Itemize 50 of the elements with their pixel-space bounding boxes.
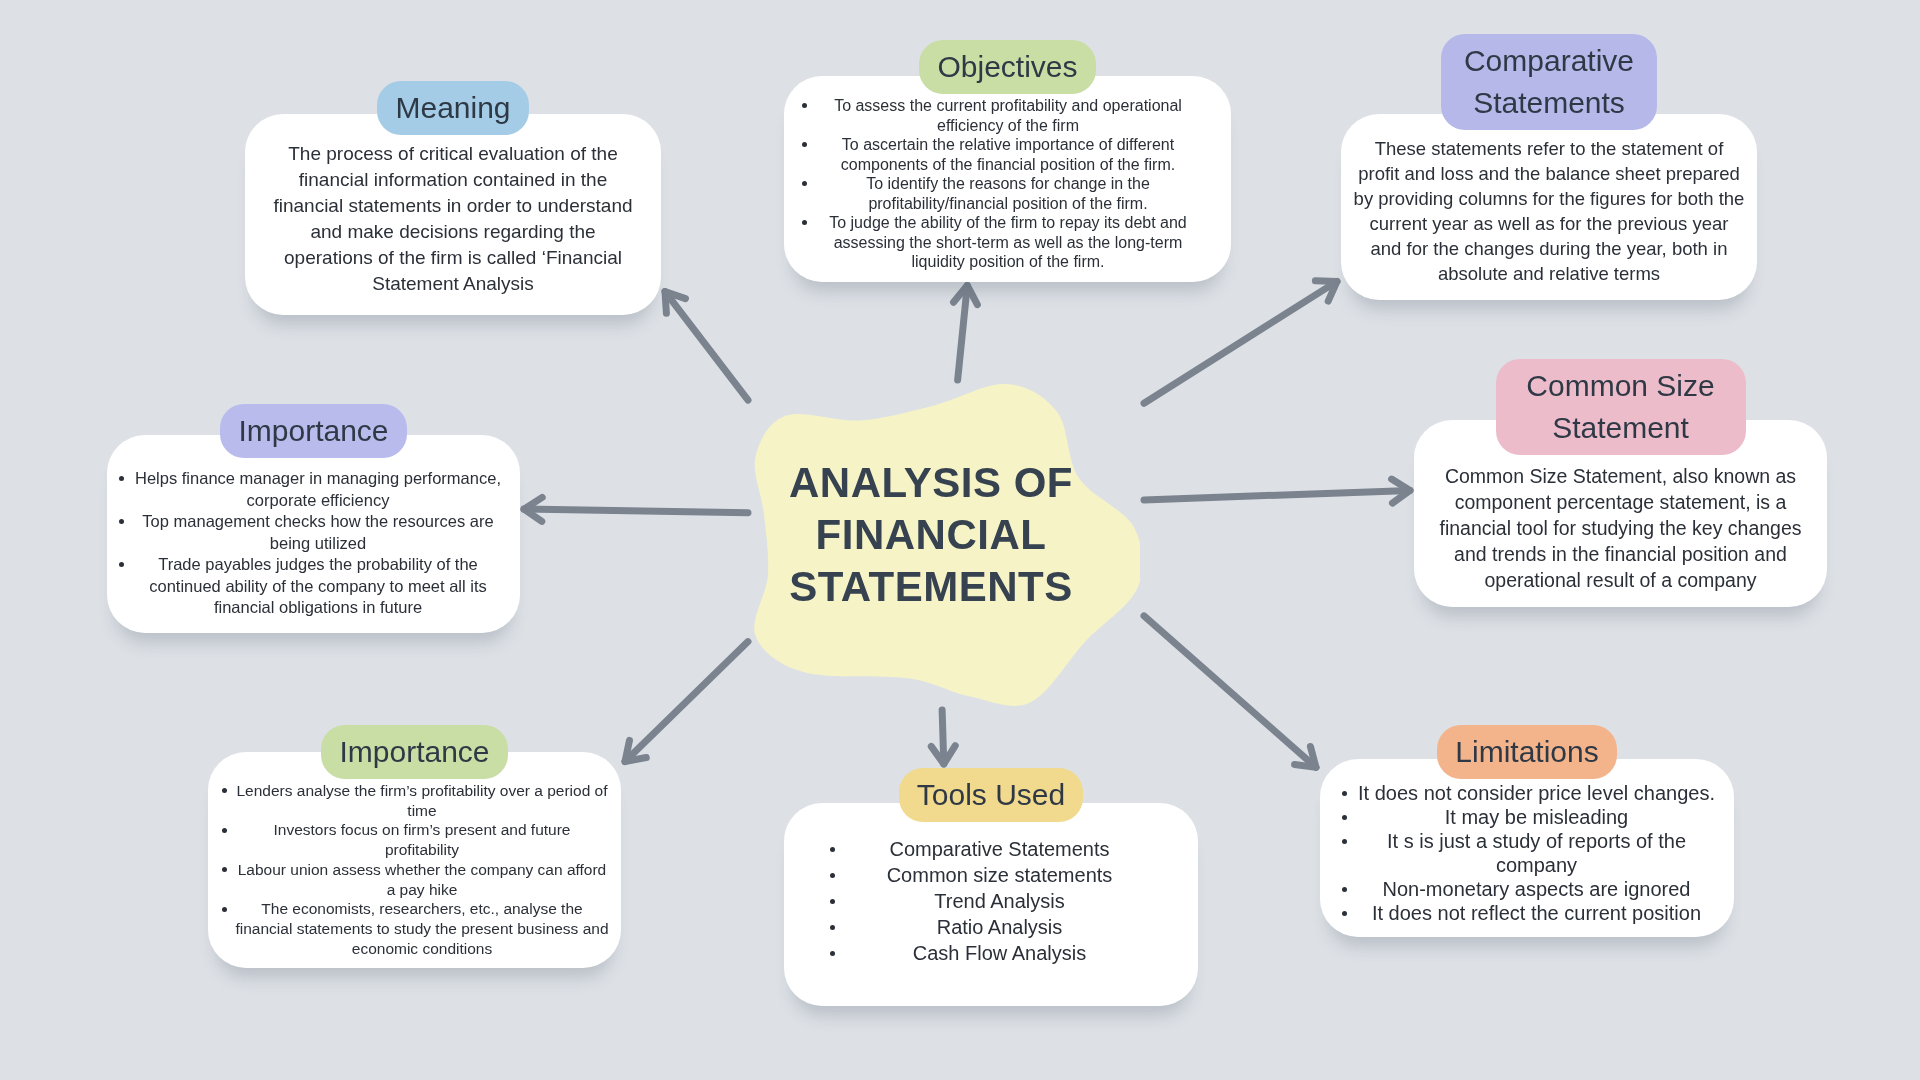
arrow — [927, 706, 959, 768]
bullet-text: Ratio Analysis — [935, 915, 1064, 940]
card-text: These statements refer to the statement of profit and loss and the balance sheet prepared by providing columns for the figures for both the current year as well as for the previous year and for the changes during the year, both in absolute and relative terms — [1353, 137, 1745, 286]
card-heading: Limitations — [1437, 725, 1617, 779]
arrow — [1140, 612, 1320, 771]
arrow — [1140, 475, 1414, 507]
bullet-text: To assess the current profitability and operational efficiency of the firm — [833, 96, 1183, 135]
bullet-text: The economists, researchers, etc., analyse the financial statements to study the present business and economic conditions — [235, 899, 609, 959]
bullet-text: Trade payables judges the probability of the continued ability of the company to meet all its financial obligations in future — [148, 554, 488, 618]
bullet-text: Helps finance manager in managing performance, corporate efficiency — [134, 468, 502, 511]
info-card — [1341, 34, 1757, 300]
arrow — [1140, 277, 1341, 407]
info-card — [245, 81, 661, 315]
bullet-text: It may be misleading — [1443, 805, 1630, 829]
bullet-text: It does not consider price level changes. — [1357, 781, 1716, 805]
bullet-text: It s is just a study of reports of the company — [1386, 829, 1687, 877]
info-card — [784, 40, 1231, 282]
bullet-text: Trend Analysis — [933, 889, 1066, 914]
bullet-text: To judge the ability of the firm to repay its debt and assessing the short-term as well as the long-term liquidity position of the firm. — [828, 213, 1188, 272]
bullet-text: Investors focus on firm’s present and future profitability — [272, 820, 572, 860]
card-heading: Importance — [321, 725, 508, 779]
bullet-text: To identify the reasons for change in the profitability/financial position of the firm. — [865, 174, 1151, 213]
card-text: The process of critical evaluation of the financial information contained in the financial statements in order to understand and make decisions regarding the operations of the firm is called ‘Financial Statement Analysis — [272, 142, 634, 296]
card-heading: Importance — [220, 404, 407, 458]
info-card — [208, 725, 621, 969]
card-heading: Meaning — [377, 81, 529, 135]
arrow — [950, 282, 981, 384]
bullet-text: Labour union assess whether the company can afford a pay hike — [236, 859, 608, 900]
info-card — [784, 768, 1198, 1006]
info-card — [1320, 725, 1734, 937]
card-heading: Objectives — [919, 40, 1096, 94]
bullet-text: Comparative Statements — [888, 837, 1111, 862]
bullet-text: It does not reflect the current position — [1370, 901, 1703, 925]
arrow — [520, 493, 752, 525]
center-title: ANALYSIS OF FINANCIAL STATEMENTS — [788, 458, 1074, 612]
arrow — [621, 638, 752, 765]
card-heading: Comparative Statements — [1441, 34, 1657, 130]
topic-blob — [752, 384, 1140, 706]
card-text: Common Size Statement, also known as component percentage statement, is a financial tool for studying the key changes and trends in the financial position and operational result of a company — [1438, 464, 1803, 593]
bullet-text: Non-monetary aspects are ignored — [1381, 877, 1692, 901]
bullet-text: Top management checks how the resources are being utilized — [141, 511, 495, 554]
info-card — [107, 404, 520, 633]
info-card — [1414, 359, 1827, 607]
arrow — [661, 288, 752, 404]
card-heading: Common Size Statement — [1495, 359, 1746, 455]
bullet-text: Lenders analyse the firm’s profitability over a period of time — [235, 781, 609, 821]
card-heading: Tools Used — [898, 768, 1084, 822]
bullet-text: To ascertain the relative importance of different components of the financial position of the firm. — [839, 135, 1177, 174]
bullet-text: Cash Flow Analysis — [911, 941, 1088, 966]
bullet-text: Common size statements — [885, 863, 1114, 888]
